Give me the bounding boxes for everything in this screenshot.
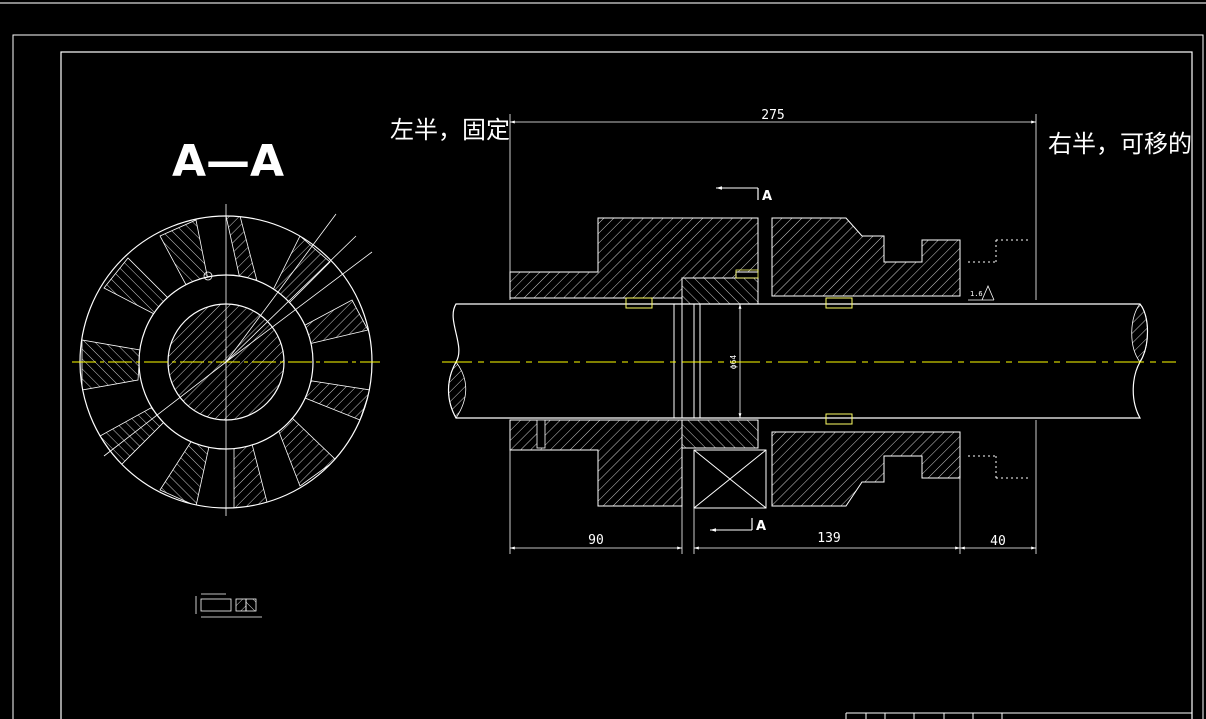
phantom-lines <box>968 239 1030 479</box>
section-view-aa: A—A <box>72 136 380 516</box>
assembly-view: 左半，固定 右半，可移的 275 <box>390 108 1192 554</box>
shaft <box>447 303 1149 419</box>
inner-frame <box>60 51 1193 719</box>
svg-text:1.6: 1.6 <box>970 290 983 298</box>
key-detail <box>195 593 262 618</box>
surface-finish-symbol: 1.6 <box>968 284 995 301</box>
section-marker-top: A <box>716 186 772 204</box>
outer-frame <box>12 34 1204 719</box>
left-hub-lower <box>509 419 683 507</box>
key-right-upper <box>825 297 853 309</box>
key-left <box>625 297 653 309</box>
dim-overall-text: 275 <box>761 108 784 123</box>
bearing <box>693 449 767 509</box>
section-title: A—A <box>172 136 284 187</box>
dim-left-text: 90 <box>588 533 604 548</box>
dim-middle-text: 139 <box>817 531 840 546</box>
svg-text:A: A <box>762 189 772 204</box>
label-right-half: 右半，可移的 <box>1048 130 1192 158</box>
right-hub-lower <box>771 431 961 507</box>
section-marker-bottom: A <box>710 518 766 534</box>
right-hub-upper <box>771 217 961 297</box>
key-right-lower <box>825 413 853 425</box>
svg-text:A: A <box>756 519 766 534</box>
label-left-half: 左半，固定 <box>390 116 510 144</box>
dim-right-text: 40 <box>990 534 1006 549</box>
title-block <box>845 712 1192 719</box>
